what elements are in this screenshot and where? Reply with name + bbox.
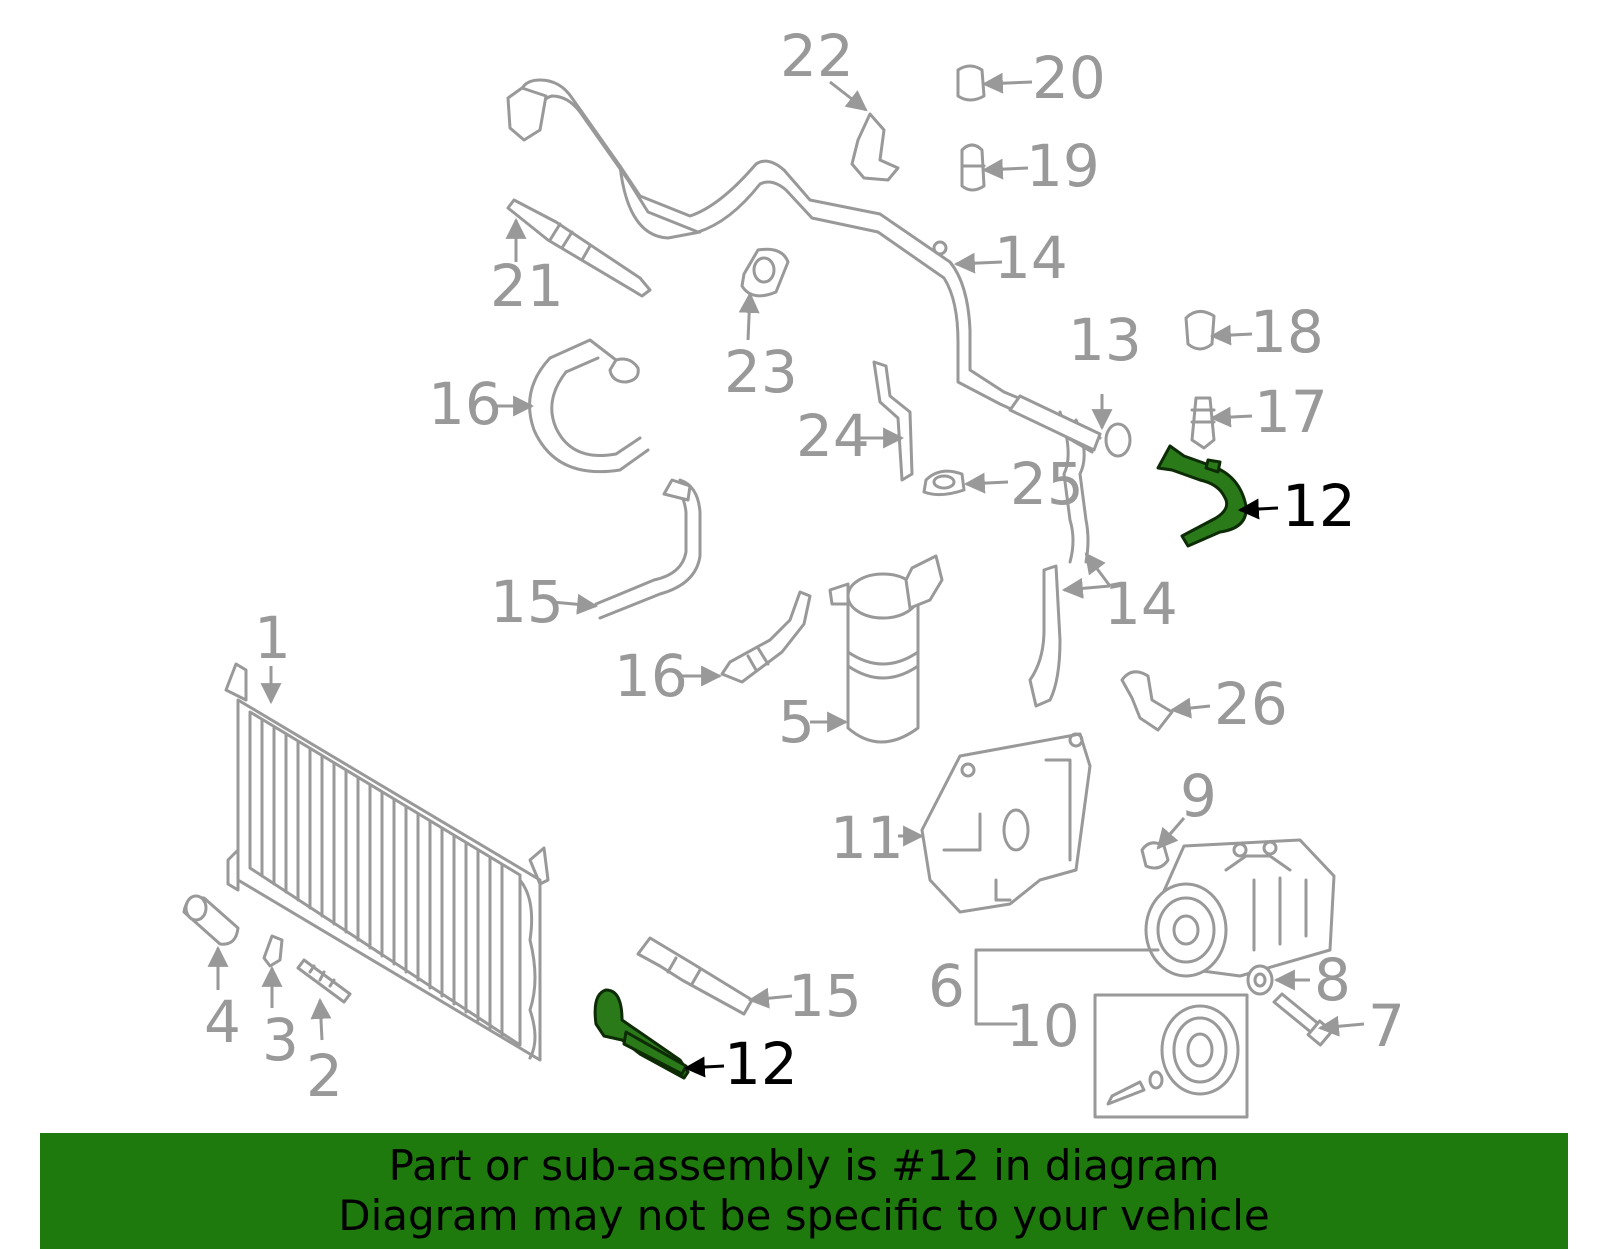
valve-part-21[interactable] — [506, 198, 652, 298]
label-20: 20 — [1032, 44, 1106, 112]
receiver-drier-part-5[interactable] — [828, 554, 944, 744]
refrigerant-line-part-14[interactable] — [506, 78, 1102, 564]
leader-arrows — [207, 72, 1365, 1078]
clip-part-3[interactable] — [262, 934, 284, 968]
compressor-part-6[interactable] — [1144, 838, 1336, 978]
label-18: 18 — [1250, 298, 1324, 366]
label-17: 17 — [1254, 378, 1328, 446]
label-10: 10 — [1006, 992, 1080, 1060]
clamp-part-25[interactable] — [922, 469, 966, 497]
bracket-part-24[interactable] — [872, 360, 914, 482]
label-19: 19 — [1026, 132, 1100, 200]
label-23: 23 — [724, 338, 798, 406]
label-9: 9 — [1180, 762, 1217, 830]
washer-part-8[interactable] — [1246, 964, 1274, 996]
label-3: 3 — [262, 1006, 299, 1074]
banner-line-part-number: Part or sub-assembly is #12 in diagram — [388, 1141, 1220, 1190]
label-15-upper: 15 — [490, 568, 564, 636]
bracket-part-26[interactable] — [1120, 670, 1174, 732]
label-1: 1 — [254, 604, 291, 672]
label-12-lower: 12 — [724, 1030, 798, 1098]
bracket-part-14-lower[interactable] — [1028, 564, 1062, 708]
condenser-part-1[interactable] — [224, 662, 550, 1062]
part-6-bracket-lines — [974, 948, 1160, 1026]
banner-line-disclaimer: Diagram may not be specific to your vehi… — [338, 1191, 1270, 1240]
hose-part-15-upper[interactable] — [594, 478, 702, 620]
label-26: 26 — [1214, 670, 1288, 738]
hose-part-15-lower[interactable] — [636, 936, 754, 1016]
switch-part-19[interactable] — [960, 143, 986, 192]
label-13: 13 — [1068, 306, 1142, 374]
bracket-part-11[interactable] — [920, 732, 1092, 914]
label-22: 22 — [780, 22, 854, 90]
highlighted-pipe-part-12-lower[interactable] — [593, 988, 690, 1080]
label-21: 21 — [490, 252, 564, 320]
label-11: 11 — [830, 804, 904, 872]
cap-part-18[interactable] — [1184, 310, 1216, 351]
sensor-part-2[interactable] — [296, 958, 352, 1004]
highlighted-pipe-part-12-upper[interactable] — [1156, 444, 1248, 548]
cap-part-20[interactable] — [956, 64, 986, 102]
label-14-lower: 14 — [1104, 570, 1178, 638]
label-8: 8 — [1314, 946, 1351, 1014]
switch-part-4[interactable] — [182, 894, 240, 946]
seal-part-23[interactable] — [740, 247, 790, 298]
label-16-lower: 16 — [614, 642, 688, 710]
label-14-upper: 14 — [994, 224, 1068, 292]
info-banner: Part or sub-assembly is #12 in diagram D… — [40, 1133, 1568, 1249]
label-6: 6 — [928, 952, 965, 1020]
hose-part-16-upper[interactable] — [528, 338, 650, 474]
label-25: 25 — [1010, 450, 1084, 518]
callout-labels: 1 2 3 4 5 6 7 8 9 10 11 12 12 13 14 14 1… — [204, 22, 1405, 1110]
label-5: 5 — [778, 688, 815, 756]
plug-part-9[interactable] — [1140, 841, 1170, 870]
label-4: 4 — [204, 988, 241, 1056]
clutch-part-10[interactable] — [1093, 993, 1249, 1119]
label-16-upper: 16 — [428, 370, 502, 438]
bracket-part-22[interactable] — [850, 112, 900, 182]
valve-part-17[interactable] — [1190, 396, 1216, 450]
label-2: 2 — [306, 1042, 343, 1110]
label-7: 7 — [1368, 992, 1405, 1060]
label-24: 24 — [796, 402, 870, 470]
hose-part-16-lower[interactable] — [720, 590, 812, 684]
label-15-lower: 15 — [788, 962, 862, 1030]
label-12-upper: 12 — [1282, 472, 1356, 540]
hose-part-13[interactable] — [1008, 394, 1132, 458]
